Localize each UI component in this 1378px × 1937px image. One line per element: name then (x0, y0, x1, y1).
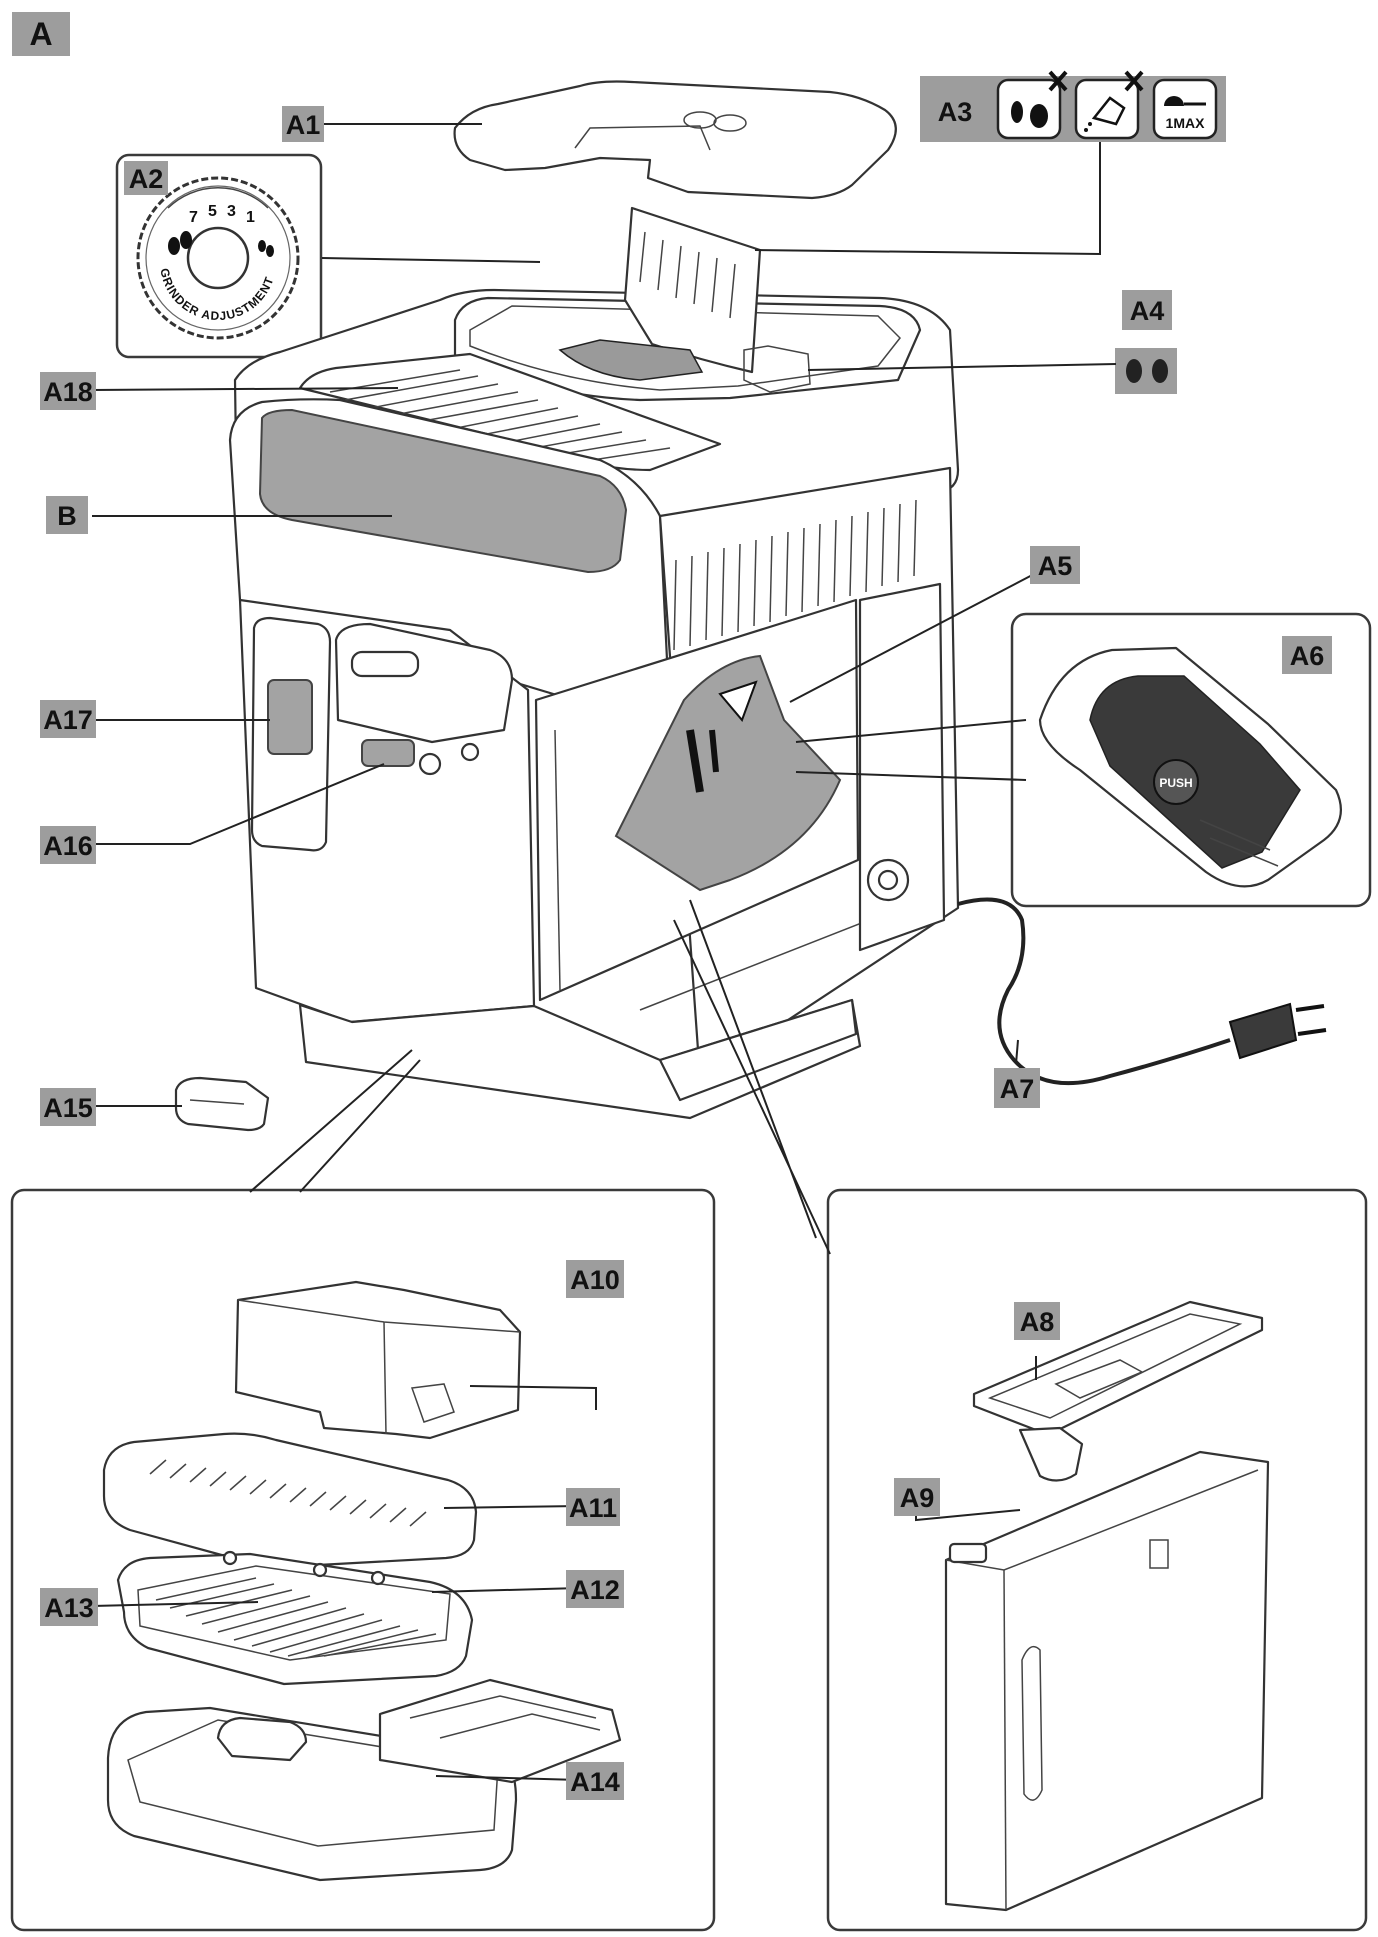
label-A12: A12 (566, 1570, 624, 1608)
label-A8: A8 (1014, 1302, 1060, 1340)
coffee-machine-body (228, 80, 1327, 1120)
grinder-adjustment-inset: 7 5 3 1 GRINDER ADJUSTMENT (115, 153, 323, 359)
label-A16: A16 (40, 826, 96, 864)
brew-group-door (614, 654, 842, 892)
control-panel-display (258, 408, 628, 574)
svg-text:A6: A6 (1290, 641, 1325, 671)
svg-text:A16: A16 (43, 831, 93, 861)
label-A7: A7 (994, 1068, 1040, 1108)
fine-beans-icon (258, 240, 274, 257)
svg-text:A3: A3 (938, 97, 973, 127)
grounds-container (234, 1280, 522, 1440)
steam-knob-panel (267, 679, 313, 755)
drip-tray-inset (10, 1188, 716, 1932)
push-button-label: PUSH (1159, 776, 1192, 790)
figure-label: A (12, 12, 70, 56)
svg-text:A14: A14 (570, 1767, 620, 1797)
label-A13: A13 (40, 1588, 98, 1626)
label-A15: A15 (40, 1088, 96, 1126)
label-A1: A1 (282, 106, 324, 142)
label-A14: A14 (566, 1762, 624, 1800)
label-A6: A6 (1282, 636, 1332, 674)
label-A5: A5 (1030, 546, 1080, 584)
drip-tray-base (106, 1678, 622, 1882)
label-B: B (46, 496, 88, 534)
scoop-1max-icon: 1MAX (1152, 78, 1218, 140)
a3-icon-strip: 1MAX (920, 70, 1226, 142)
figure-label-text: A (29, 16, 52, 52)
power-plug (1228, 1002, 1327, 1060)
svg-text:A13: A13 (44, 1593, 94, 1623)
label-A10: A10 (566, 1260, 624, 1298)
svg-text:A1: A1 (286, 110, 321, 140)
svg-text:A8: A8 (1020, 1307, 1055, 1337)
cup-grille (102, 1432, 478, 1568)
svg-text:A11: A11 (569, 1493, 617, 1523)
svg-text:A10: A10 (570, 1265, 620, 1295)
grinder-dial: 7 5 3 1 GRINDER ADJUSTMENT (136, 176, 300, 340)
label-A2: A2 (124, 161, 168, 195)
svg-text:A17: A17 (43, 705, 93, 735)
no-beans-icon (996, 70, 1068, 140)
coarse-beans-icon (168, 231, 192, 255)
water-tank-inset (826, 1188, 1368, 1932)
callout-labels: A1 A2 A3 A4 A5 A6 A7 A8 A9 A10 A11 A12 A… (40, 92, 1332, 1800)
hopper-lid (453, 80, 897, 200)
leader-lines (91, 123, 1117, 1781)
scoop-part (174, 1076, 270, 1132)
label-A3: A3 (930, 92, 980, 128)
svg-text:A5: A5 (1038, 551, 1073, 581)
label-A11: A11 (566, 1488, 620, 1526)
dial-number-3: 3 (227, 203, 236, 220)
svg-text:A2: A2 (129, 164, 164, 194)
water-filter-holder (972, 1300, 1264, 1482)
dial-number-7: 7 (189, 209, 198, 226)
label-A9: A9 (894, 1478, 940, 1516)
dial-number-5: 5 (208, 203, 217, 220)
no-water-pour-icon (1074, 70, 1144, 140)
svg-text:A18: A18 (43, 377, 93, 407)
drip-tray-grid (116, 1550, 474, 1686)
label-A4: A4 (1122, 290, 1172, 330)
water-tank (944, 1450, 1270, 1912)
power-cord (957, 897, 1231, 1086)
svg-text:A9: A9 (900, 1483, 935, 1513)
svg-text:A7: A7 (1000, 1074, 1035, 1104)
brew-unit-inset: PUSH (1010, 612, 1372, 908)
svg-text:A15: A15 (43, 1093, 93, 1123)
label-A17: A17 (40, 700, 96, 738)
coffee-beans-icon (1126, 359, 1168, 383)
dial-number-1: 1 (246, 209, 255, 226)
measure-label: 1MAX (1166, 115, 1206, 131)
svg-text:B: B (57, 501, 77, 531)
spout-lever (361, 739, 415, 767)
svg-text:A4: A4 (1130, 296, 1165, 326)
label-A18: A18 (40, 372, 96, 410)
svg-text:A12: A12 (570, 1575, 620, 1605)
a4-bean-icon-box (1115, 348, 1177, 394)
